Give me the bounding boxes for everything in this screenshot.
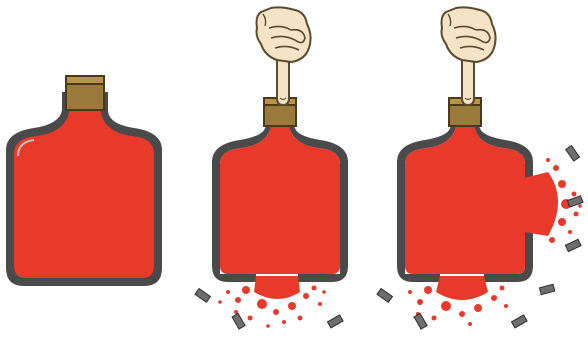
bottle-intact [6,76,162,286]
bottle-pressed-bottom-burst [195,7,348,329]
bottle-pressed-double-burst [377,7,583,329]
finger-hand-icon [442,7,496,105]
finger-hand-icon [257,7,311,105]
